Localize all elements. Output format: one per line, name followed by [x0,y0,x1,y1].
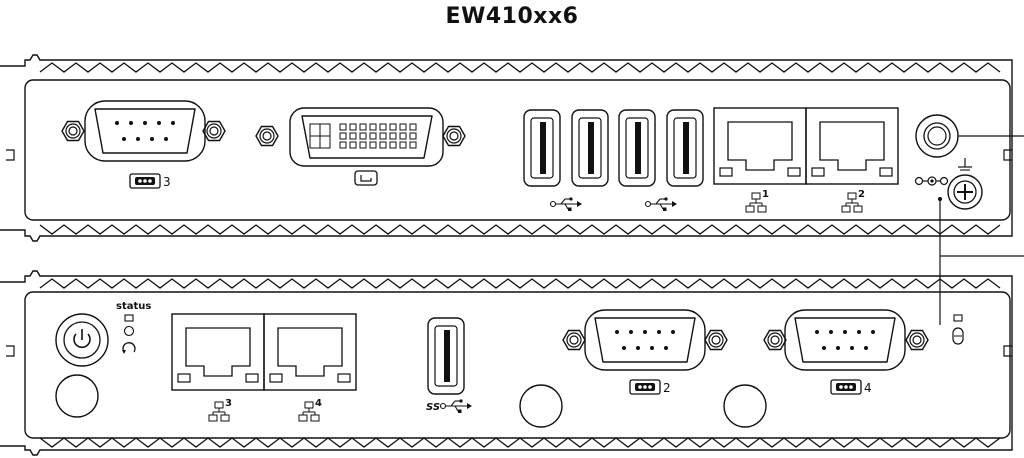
svg-text:SS: SS [426,402,440,413]
reset-icon [122,342,136,354]
usb-superspeed-icon: SS [426,398,473,414]
lan-ports-bottom[interactable]: 3 4 [171,313,357,422]
dvi-pin [349,132,357,140]
lan-port-label-3: 3 [225,398,232,409]
ground-icon [958,158,972,171]
power-dc-jack[interactable] [914,114,959,186]
bottom-panel: status 3 4 SS 2 [0,270,1013,456]
serial-port-label: 3 [163,175,171,189]
hex-nut-icon [704,329,728,351]
dvi-pin [379,123,387,131]
dvi-pin [339,141,347,149]
dvi-pin [369,141,377,149]
lan-port-1[interactable] [713,107,807,185]
serial-port-icon [129,173,161,189]
blank-plug [55,374,99,418]
dvi-pin [349,123,357,131]
usb-icon [644,196,678,212]
lan-port-2[interactable] [805,107,899,185]
lan-port-label-4: 4 [315,398,322,409]
dvi-pin [399,123,407,131]
usb-port[interactable] [523,109,561,187]
dvi-pin [369,132,377,140]
hex-nut-icon [202,120,226,142]
dvi-pin [379,132,387,140]
dvi-pin [369,123,377,131]
dc-polarity-icon [914,176,949,186]
dvi-pin [349,141,357,149]
power-icon [73,329,91,349]
dvi-pin [389,132,397,140]
dvi-pin [389,123,397,131]
dvi-pin [399,141,407,149]
status-led-right [952,314,964,345]
dvi-pin [379,141,387,149]
usb-icon [549,196,583,212]
dvi-pin [409,123,417,131]
dvi-port[interactable] [255,107,466,186]
usb-ports-top[interactable] [523,109,704,212]
ground-screw [947,158,983,210]
dvi-pin [339,123,347,131]
dvi-pin [409,132,417,140]
usb-port[interactable] [666,109,704,187]
dvi-pin [359,123,367,131]
lan-port-4[interactable] [263,313,357,391]
device-model-title: EW410xx6 [445,4,579,29]
blank-plug [519,384,563,428]
status-label: status [116,301,151,312]
serial-port-label-4: 4 [864,381,872,395]
blank-plug [723,384,767,428]
lan-port-label-2: 2 [858,189,865,200]
hex-nut-icon [255,125,279,147]
serial-port-label-2: 2 [663,381,671,395]
serial-port-2[interactable]: 2 [562,309,728,395]
top-panel: 3 [0,54,1013,242]
dvi-pin [359,141,367,149]
serial-port-icon [830,379,862,395]
lan-port-3[interactable] [171,313,265,391]
hex-nut-icon [763,329,787,351]
serial-port-icon [629,379,661,395]
dvi-pin [409,141,417,149]
status-led [124,314,134,322]
hex-nut-icon [562,329,586,351]
usb3-port[interactable] [427,317,465,395]
serial-port-3[interactable]: 3 [61,100,226,189]
usb-port[interactable] [571,109,609,187]
monitor-icon [354,170,378,186]
usb-port[interactable] [618,109,656,187]
lan-ports-top[interactable]: 1 2 [713,107,899,213]
lan-port-label-1: 1 [762,189,769,200]
dvi-pin [339,132,347,140]
power-button[interactable] [55,313,109,367]
bottom-panel-face [24,291,1011,439]
serial-port-4[interactable]: 4 [763,309,929,395]
hex-nut-icon [442,125,466,147]
callout-lines [938,135,1024,325]
dvi-pin [389,141,397,149]
hex-nut-icon [61,120,85,142]
hex-nut-icon [905,329,929,351]
dvi-pin [399,132,407,140]
status-led-ring [123,325,135,337]
dvi-pin [359,132,367,140]
